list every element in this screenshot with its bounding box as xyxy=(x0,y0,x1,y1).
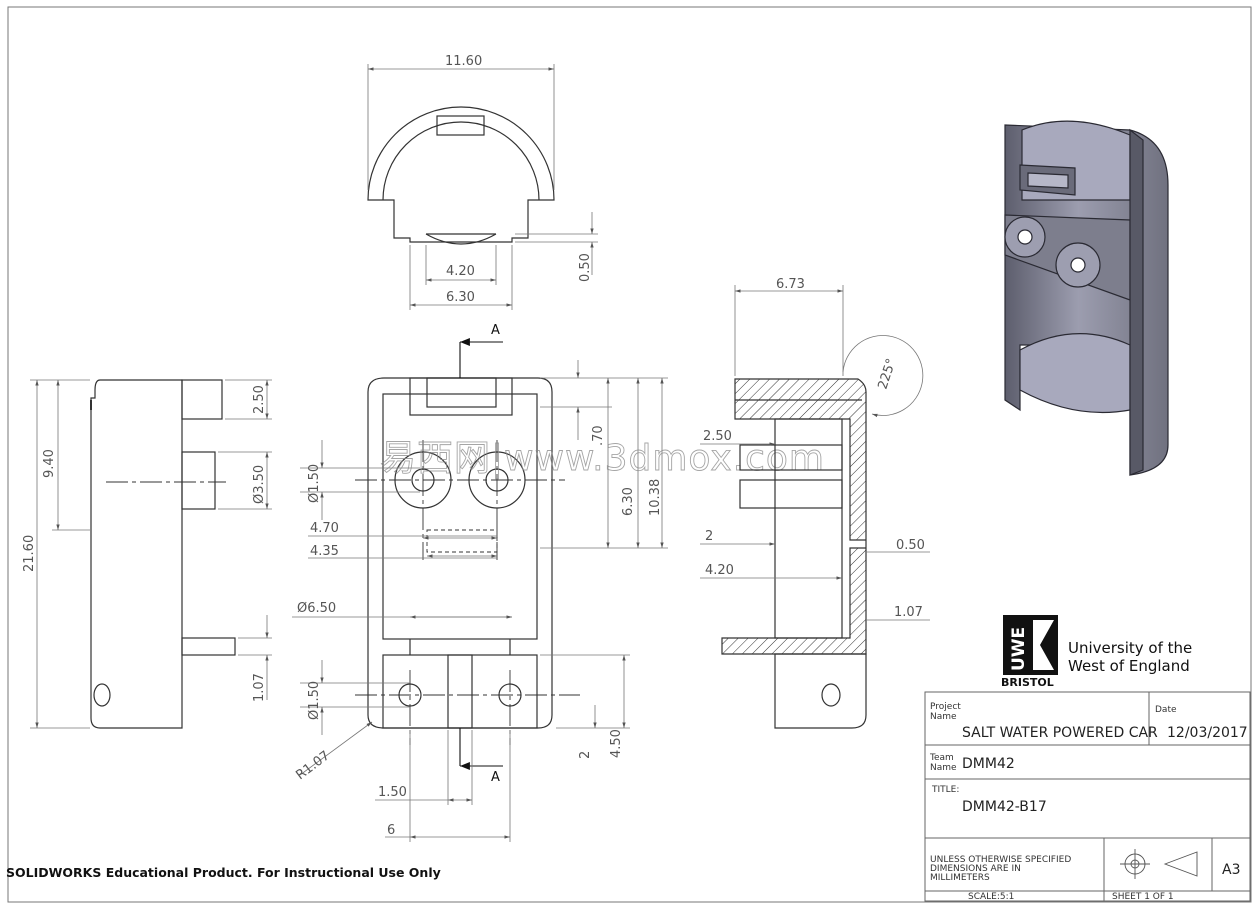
section-view xyxy=(721,378,867,729)
tb-date-label: Date xyxy=(1155,705,1177,715)
dim-sec-b: 2 xyxy=(705,529,713,544)
section-view-dimensions xyxy=(700,285,930,621)
dim-front-r1: .70 xyxy=(591,425,606,446)
tb-project-label-2: Name xyxy=(930,712,957,722)
top-view xyxy=(367,106,555,245)
dim-front-w1: 4.70 xyxy=(310,521,339,536)
dim-front-w2: 4.35 xyxy=(310,544,339,559)
tb-size: A3 xyxy=(1222,862,1240,878)
logo-line1: University of the xyxy=(1068,639,1192,657)
dim-sec-a: 2.50 xyxy=(703,429,732,444)
tb-team-label-2: Name xyxy=(930,763,957,773)
dim-front-slot-w: 1.50 xyxy=(378,785,407,800)
section-a-markers xyxy=(459,338,503,770)
sheet-border xyxy=(7,6,1252,903)
dim-sec-c: 4.20 xyxy=(705,563,734,578)
dim-top-inner: 4.20 xyxy=(446,264,475,279)
isometric-view xyxy=(1004,120,1169,476)
dim-front-hole-bot: Ø1.50 xyxy=(307,681,322,720)
dim-front-slot: Ø6.50 xyxy=(297,601,336,616)
top-view-dimensions xyxy=(367,64,598,310)
tb-team-label-1: Team xyxy=(929,753,954,763)
dim-top-step: 0.50 xyxy=(578,253,593,282)
tb-title-label: TITLE: xyxy=(931,785,959,795)
dim-sec-d: 0.50 xyxy=(896,538,925,553)
dim-front-r2: 6.30 xyxy=(621,487,636,516)
tb-date-value: 12/03/2017 xyxy=(1167,725,1248,741)
dim-top-outer: 6.30 xyxy=(446,290,475,305)
dim-sec-e: 1.07 xyxy=(894,605,923,620)
tb-scale: SCALE:5:1 xyxy=(968,892,1014,902)
tb-title-value: DMM42-B17 xyxy=(962,799,1047,815)
edu-notice: SOLIDWORKS Educational Product. For Inst… xyxy=(6,865,441,880)
logo-uwe-text: UWE xyxy=(1009,627,1029,671)
front-centerlines xyxy=(355,440,580,745)
dim-front-r3: 10.38 xyxy=(648,479,663,516)
dim-front-hole-top: Ø1.50 xyxy=(307,464,322,503)
dim-sec-width: 6.73 xyxy=(776,277,805,292)
left-view xyxy=(90,379,236,729)
section-a-label-bottom: A xyxy=(491,770,500,785)
dim-top-width: 11.60 xyxy=(445,54,482,69)
dim-left-pin: 1.07 xyxy=(252,673,267,702)
left-view-dimensions xyxy=(30,379,272,729)
front-view xyxy=(367,377,553,729)
logo-line2: West of England xyxy=(1068,657,1190,675)
tb-units-2: DIMENSIONS ARE IN xyxy=(930,864,1021,874)
dim-front-base: 6 xyxy=(387,823,395,838)
tb-project-label-1: Project xyxy=(930,702,961,712)
dim-front-radius: R1.07 xyxy=(293,748,332,783)
dim-left-upper: 9.40 xyxy=(42,449,57,478)
tb-units-1: UNLESS OTHERWISE SPECIFIED xyxy=(930,855,1071,865)
dim-left-tab: 2.50 xyxy=(252,385,267,414)
projection-symbol xyxy=(1120,849,1198,879)
uwe-logo: UWE BRISTOL University of the West of En… xyxy=(1001,615,1192,689)
dim-left-bore: Ø3.50 xyxy=(252,465,267,504)
tb-units-3: MILLIMETERS xyxy=(930,873,990,883)
dim-front-r5: 4.50 xyxy=(609,729,624,758)
tb-project-value: SALT WATER POWERED CAR xyxy=(962,725,1158,741)
logo-bristol: BRISTOL xyxy=(1001,676,1054,689)
title-block xyxy=(924,691,1251,902)
tb-sheet: SHEET 1 OF 1 xyxy=(1112,892,1174,902)
dim-left-total: 21.60 xyxy=(22,535,37,572)
front-view-dimensions xyxy=(292,360,668,842)
section-a-label-top: A xyxy=(491,323,500,338)
tb-team-value: DMM42 xyxy=(962,756,1015,772)
dim-sec-angle: 225° xyxy=(876,357,900,391)
dim-front-r4: 2 xyxy=(578,751,593,759)
